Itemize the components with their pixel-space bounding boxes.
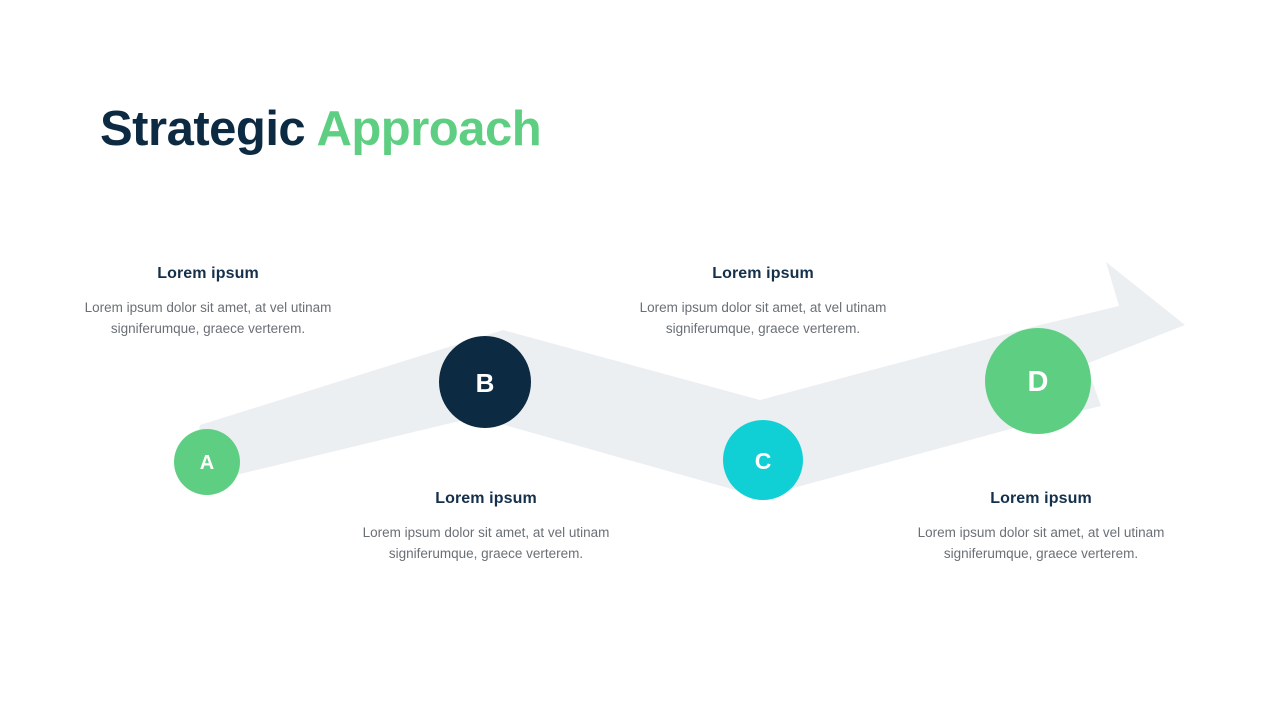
- page-title-primary: Strategic: [100, 102, 306, 156]
- flow-node-a-circle: [174, 429, 240, 495]
- step-body-c: Lorem ipsum dolor sit amet, at vel utina…: [639, 300, 887, 336]
- flow-node-d[interactable]: D: [985, 328, 1091, 434]
- step-body-b: Lorem ipsum dolor sit amet, at vel utina…: [362, 525, 610, 561]
- flow-node-b-letter: B: [476, 368, 495, 398]
- flow-node-c-circle: [723, 420, 803, 500]
- step-text-block-a: Lorem ipsum Lorem ipsum dolor sit amet, …: [78, 263, 338, 339]
- step-heading-c: Lorem ipsum: [712, 265, 814, 282]
- step-heading-a: Lorem ipsum: [157, 265, 259, 282]
- flow-node-c[interactable]: C: [723, 420, 803, 500]
- page-title-accent: Approach: [316, 102, 542, 156]
- flow-node-b-circle: [439, 336, 531, 428]
- step-heading-d: Lorem ipsum: [990, 490, 1092, 507]
- ribbon-path: [186, 262, 1185, 497]
- step-text-block-b: Lorem ipsum Lorem ipsum dolor sit amet, …: [356, 488, 616, 564]
- flow-node-c-letter: C: [755, 448, 772, 474]
- flow-node-b[interactable]: B: [439, 336, 531, 428]
- flow-node-d-circle: [985, 328, 1091, 434]
- step-body-a: Lorem ipsum dolor sit amet, at vel utina…: [84, 300, 332, 336]
- flow-ribbon: [186, 262, 1185, 497]
- step-text-block-d: Lorem ipsum Lorem ipsum dolor sit amet, …: [911, 488, 1171, 564]
- page-title: Strategic Approach: [100, 98, 542, 160]
- step-heading-b: Lorem ipsum: [435, 490, 537, 507]
- step-body-d: Lorem ipsum dolor sit amet, at vel utina…: [917, 525, 1165, 561]
- flow-node-a-letter: A: [200, 452, 214, 474]
- flow-node-d-letter: D: [1028, 366, 1049, 398]
- flow-node-a[interactable]: A: [174, 429, 240, 495]
- step-text-block-c: Lorem ipsum Lorem ipsum dolor sit amet, …: [633, 263, 893, 339]
